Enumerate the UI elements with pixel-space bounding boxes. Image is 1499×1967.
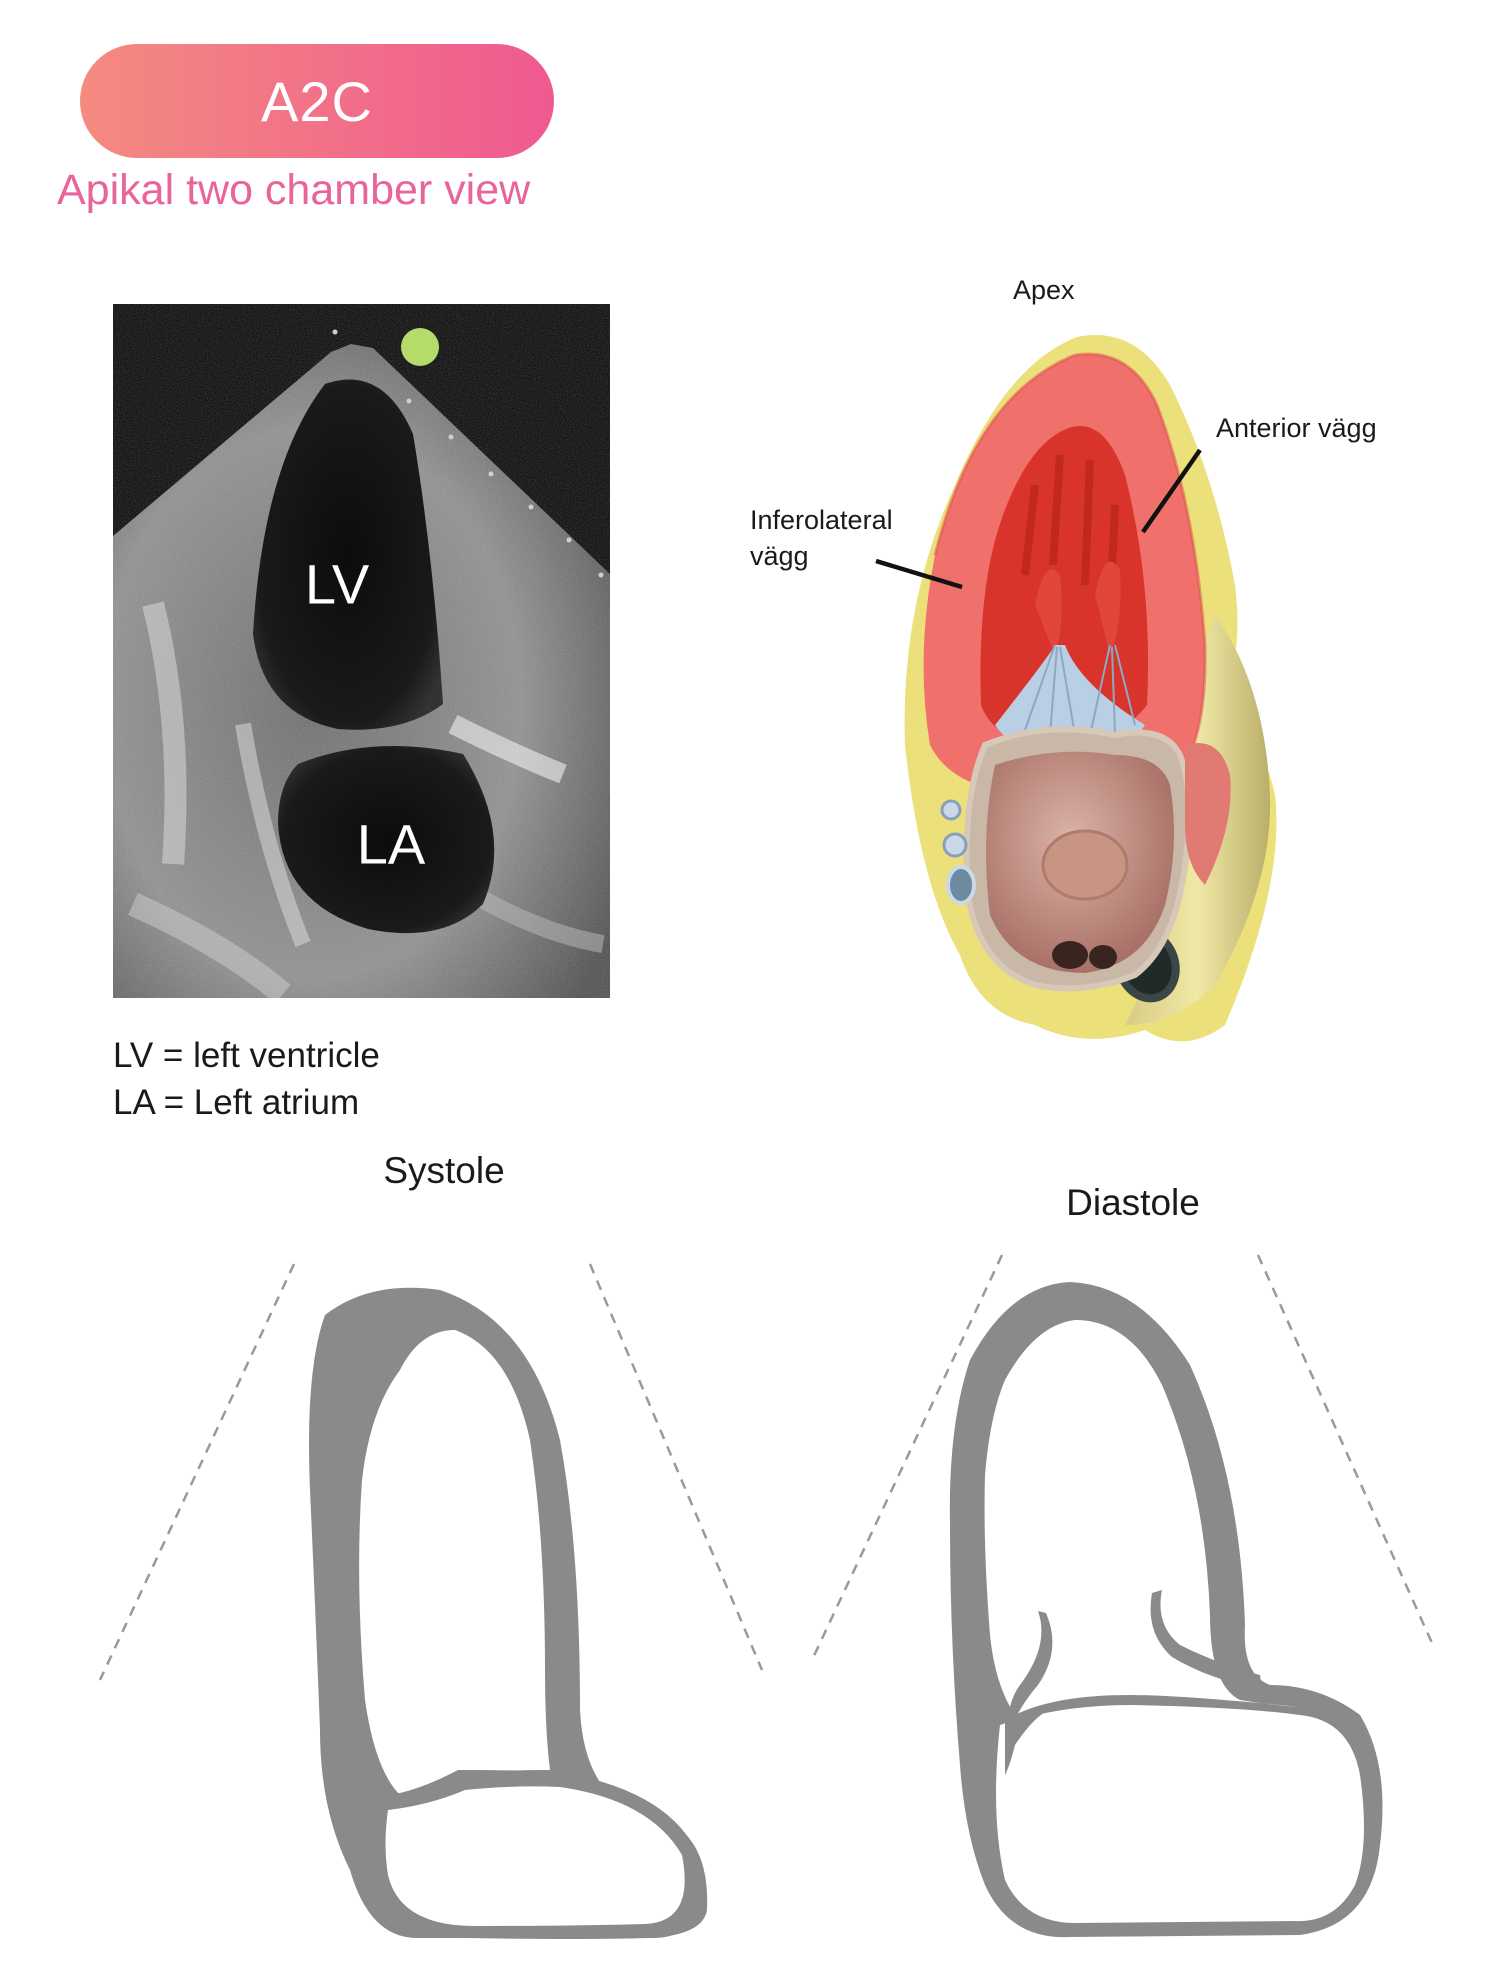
diastole-diagram <box>810 1254 1434 1938</box>
systole-sector-left <box>98 1263 296 1681</box>
view-subtitle: Apikal two chamber view <box>57 166 531 214</box>
label-inferolateral-wall: Inferolateral vägg <box>750 502 893 574</box>
systole-title: Systole <box>383 1150 505 1191</box>
diastole-title: Diastole <box>1066 1182 1200 1223</box>
abbreviation-legend: LV = left ventricle LA = Left atrium <box>113 1032 380 1126</box>
view-badge: A2C <box>80 44 554 158</box>
diastole-sector-left <box>810 1254 1004 1661</box>
label-apex: Apex <box>1013 275 1075 305</box>
echo-image: LV LA <box>113 304 610 998</box>
view-badge-text: A2C <box>261 69 373 133</box>
orientation-marker <box>401 328 439 366</box>
legend-line-lv: LV = left ventricle <box>113 1036 380 1075</box>
systole-sector-right <box>588 1263 764 1671</box>
echo-label-lv: LV <box>304 552 370 616</box>
heart-anatomy-illustration <box>904 335 1277 1042</box>
label-anterior-wall: Anterior vägg <box>1216 413 1377 443</box>
label-inferolateral-line2: vägg <box>750 541 809 571</box>
label-inferolateral-line1: Inferolateral <box>750 505 893 535</box>
echo-label-la: LA <box>356 812 426 876</box>
legend-line-la: LA = Left atrium <box>113 1083 360 1122</box>
systole-diagram <box>98 1263 764 1939</box>
diastole-sector-right <box>1256 1254 1434 1644</box>
echo-ultrasound-graphic <box>113 328 610 998</box>
